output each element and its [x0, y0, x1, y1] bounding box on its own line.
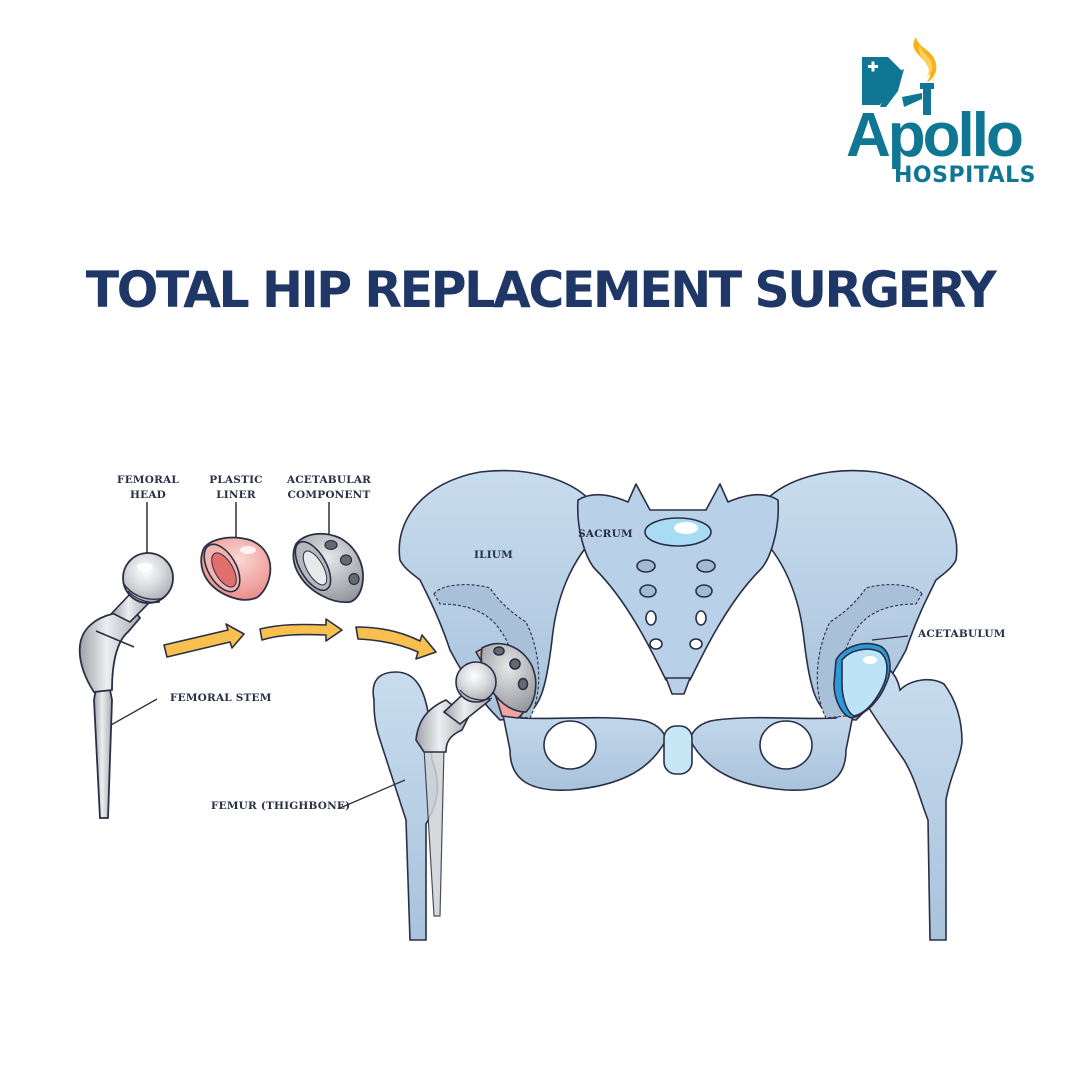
sacrum-label: SACRUM — [578, 528, 633, 540]
implanted-hip-joint — [455, 642, 537, 719]
acetabulum-bone-region — [433, 584, 923, 719]
hip-replacement-diagram: FEMORAL HEAD PLASTIC LINER ACETABULAR CO… — [0, 440, 1080, 960]
apollo-hospitals-logo: Apollo HOSPITALS — [840, 35, 1060, 195]
femoral-head-label: FEMORAL HEAD — [108, 473, 188, 503]
femoral-head-label-line1: FEMORAL — [117, 474, 179, 486]
acetabular-component-implant — [292, 532, 364, 604]
femur-label: FEMUR (THIGHBONE) — [211, 800, 351, 812]
pelvis-bone — [398, 469, 958, 791]
ilium-label: ILIUM — [474, 549, 513, 561]
logo-subtitle-text: HOSPITALS — [894, 163, 1036, 188]
page-title: TOTAL HIP REPLACEMENT SURGERY — [85, 261, 997, 319]
arrow-icon — [163, 618, 437, 660]
femoral-stem-implant — [78, 552, 174, 819]
right-femur-bone — [833, 642, 963, 941]
left-femur-bone — [372, 671, 492, 941]
femoral-head-label-line2: HEAD — [130, 489, 166, 501]
plastic-liner-label-line2: LINER — [216, 489, 256, 501]
apollo-emblem-icon — [862, 37, 937, 115]
acetabular-component-label-line1: ACETABULAR — [286, 474, 372, 486]
plastic-liner-label: PLASTIC LINER — [196, 473, 276, 503]
logo-brand-text: Apollo — [846, 101, 1024, 170]
femoral-stem-label: FEMORAL STEM — [170, 692, 272, 704]
plastic-liner-label-line1: PLASTIC — [209, 474, 263, 486]
plastic-liner-implant — [200, 536, 272, 601]
acetabular-component-label-line2: COMPONENT — [287, 489, 371, 501]
acetabular-component-label: ACETABULAR COMPONENT — [279, 473, 379, 503]
acetabulum-label: ACETABULUM — [918, 628, 1006, 640]
anatomy-illustration — [78, 469, 963, 941]
